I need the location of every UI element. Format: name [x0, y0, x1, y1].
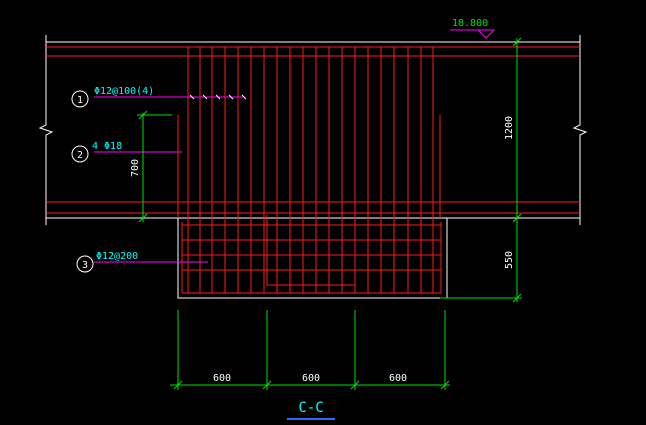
callout-circles — [71, 90, 94, 273]
section-title: C-C — [298, 400, 323, 416]
dimension-lines — [137, 37, 522, 390]
elevation-marker — [450, 29, 496, 39]
tick — [202, 94, 208, 100]
callout-1-spec: Φ12@100(4) — [94, 86, 154, 97]
tick — [262, 380, 272, 390]
callout-1-circle — [71, 90, 89, 108]
dim-cap-depth: 550 — [504, 251, 515, 269]
tick — [215, 94, 221, 100]
vertical-stirrups — [187, 47, 434, 293]
cap-bottom-bar — [181, 222, 442, 294]
tick — [512, 213, 522, 223]
callout-1-number: 1 — [77, 95, 83, 106]
dim-left-extent: 700 — [130, 159, 141, 177]
left-break-line — [38, 35, 54, 225]
tick — [138, 213, 148, 223]
callout-3-number: 3 — [82, 260, 88, 271]
tick — [138, 110, 148, 120]
dim-span-2: 600 — [302, 373, 320, 384]
dim-span-1: 600 — [213, 373, 231, 384]
pile-cap-outline — [177, 218, 448, 299]
right-break-line — [572, 35, 588, 225]
beam-outline — [38, 35, 588, 225]
leader-lines — [94, 29, 496, 263]
tick — [173, 380, 183, 390]
tick — [189, 94, 195, 100]
callout-2-spec: 4 Φ18 — [92, 141, 122, 152]
leader-ticks — [189, 94, 247, 100]
elevation-label: 18.800 — [452, 18, 488, 29]
tick — [228, 94, 234, 100]
tick — [350, 380, 360, 390]
callout-3-circle — [76, 255, 94, 273]
tick — [241, 94, 247, 100]
callout-3-spec: Φ12@200 — [96, 251, 138, 262]
callout-2-number: 2 — [77, 150, 83, 161]
tick — [440, 380, 450, 390]
dim-beam-height: 1200 — [504, 116, 515, 140]
tick — [512, 293, 522, 303]
tick — [512, 37, 522, 47]
dim-span-3: 600 — [389, 373, 407, 384]
callout-2-circle — [71, 145, 89, 163]
